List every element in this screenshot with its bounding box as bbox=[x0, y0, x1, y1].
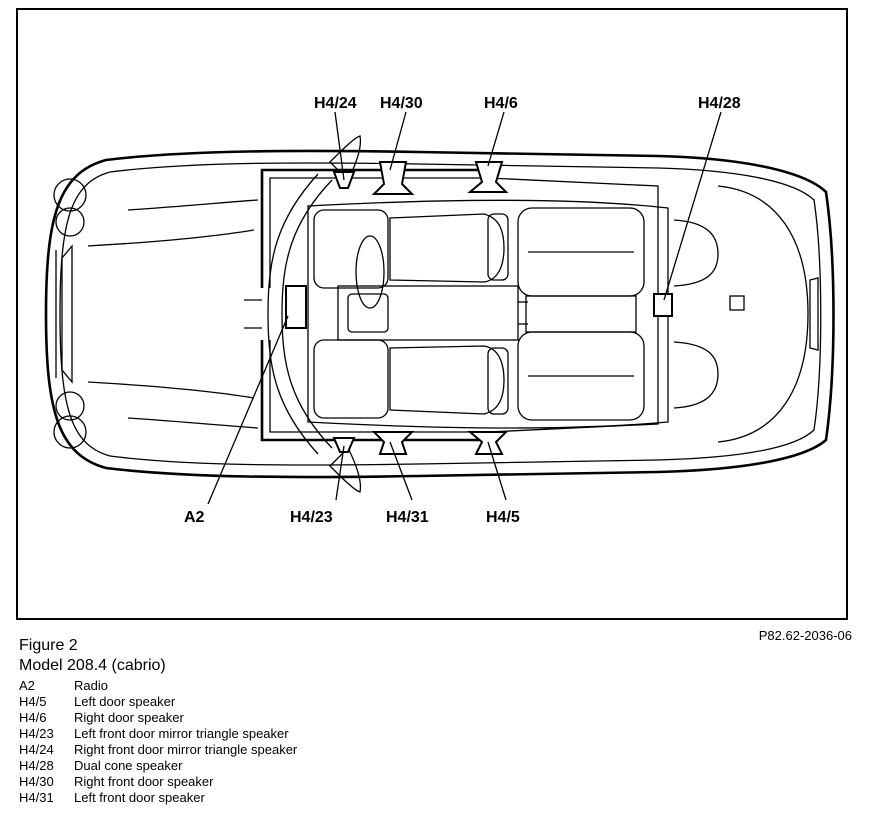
model-name: Model 208.4 (cabrio) bbox=[19, 657, 166, 674]
callout-a2: A2 bbox=[184, 509, 205, 526]
legend-code: H4/28 bbox=[19, 758, 54, 773]
legend-description: Left front door mirror triangle speaker bbox=[74, 726, 289, 741]
legend-description: Right front door mirror triangle speaker bbox=[74, 742, 298, 757]
callout-h4-5: H4/5 bbox=[486, 509, 520, 526]
legend-description: Right front door speaker bbox=[74, 774, 214, 789]
legend-item: H4/30 Right front door speaker bbox=[19, 774, 297, 790]
speaker-h4-30 bbox=[371, 161, 415, 195]
legend-description: Radio bbox=[74, 678, 108, 693]
figure-caption: Figure 2 Model 208.4 (cabrio) A2 Radio H4… bbox=[19, 636, 297, 806]
legend-item: H4/6 Right door speaker bbox=[19, 710, 297, 726]
car-body bbox=[44, 135, 835, 493]
callout-h4-6: H4/6 bbox=[484, 95, 518, 112]
legend-description: Left door speaker bbox=[74, 694, 176, 709]
speaker-h4-6 bbox=[467, 161, 509, 193]
legend-item: H4/23 Left front door mirror triangle spe… bbox=[19, 726, 297, 742]
speakers bbox=[332, 161, 673, 455]
legend-description: Right door speaker bbox=[74, 710, 184, 725]
legend-description: Dual cone speaker bbox=[74, 758, 183, 773]
figure-reference: P82.62-2036-06 bbox=[758, 628, 852, 643]
legend-code: H4/24 bbox=[19, 742, 54, 757]
diagram-frame: H4/24 H4/30 H4/6 H4/28 A2 H4/23 H4/31 H4… bbox=[16, 8, 848, 620]
callout-h4-24: H4/24 bbox=[314, 95, 357, 112]
leader-lines bbox=[207, 111, 722, 505]
legend-code: H4/5 bbox=[19, 694, 47, 709]
legend-item: H4/24 Right front door mirror triangle sp… bbox=[19, 742, 297, 758]
callout-h4-28: H4/28 bbox=[698, 95, 741, 112]
legend-item: H4/31 Left front door speaker bbox=[19, 790, 297, 806]
figure-title: Figure 2 bbox=[19, 637, 78, 654]
speaker-h4-23 bbox=[332, 437, 356, 453]
wiring-harness bbox=[244, 168, 659, 442]
legend-code: H4/6 bbox=[19, 710, 47, 725]
radio-a2 bbox=[285, 285, 307, 329]
speaker-h4-28 bbox=[653, 293, 673, 317]
legend-code: H4/31 bbox=[19, 790, 54, 805]
callout-h4-31: H4/31 bbox=[386, 509, 429, 526]
legend-description: Left front door speaker bbox=[74, 790, 205, 805]
legend-item: H4/5 Left door speaker bbox=[19, 694, 297, 710]
legend-code: H4/23 bbox=[19, 726, 54, 741]
speaker-h4-31 bbox=[371, 431, 415, 455]
legend-code: H4/30 bbox=[19, 774, 54, 789]
callout-h4-30: H4/30 bbox=[380, 95, 423, 112]
legend-item: H4/28 Dual cone speaker bbox=[19, 758, 297, 774]
car-wiring-diagram: H4/24 H4/30 H4/6 H4/28 A2 H4/23 H4/31 H4… bbox=[44, 95, 835, 526]
callout-h4-23: H4/23 bbox=[290, 509, 333, 526]
legend-code: A2 bbox=[19, 678, 35, 693]
legend-item: A2 Radio bbox=[19, 678, 297, 694]
